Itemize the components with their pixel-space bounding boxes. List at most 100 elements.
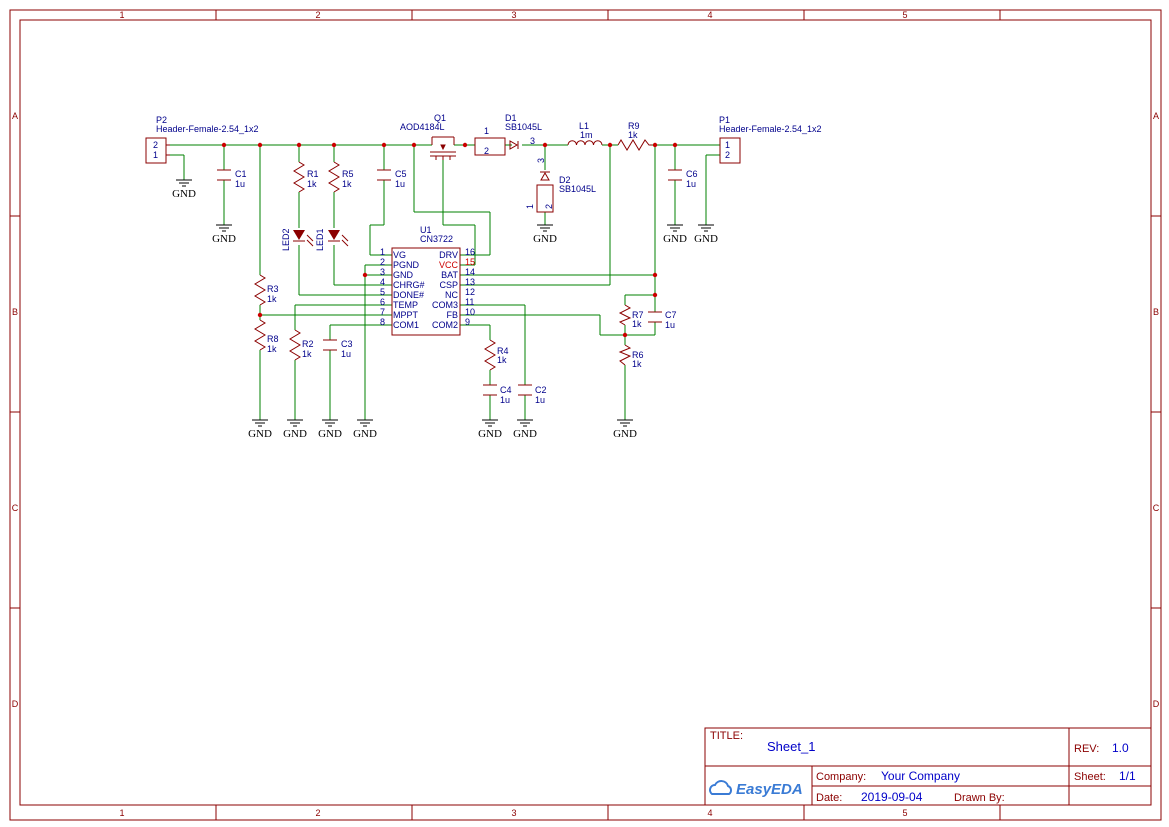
r6-value: 1k	[632, 359, 642, 369]
d2-value: SB1045L	[559, 184, 596, 194]
c3-ref: C3	[341, 339, 353, 349]
u1-pin-number: 15	[465, 257, 475, 267]
rev-label: REV:	[1074, 743, 1099, 755]
u1-pin-name: COM3	[432, 300, 458, 310]
u1-pin-number: 2	[380, 257, 385, 267]
gnd-symbol	[176, 179, 192, 187]
u1-pin-name: VCC	[439, 260, 459, 270]
row-label-right: C	[1153, 503, 1160, 513]
led2-ref: LED2	[281, 228, 291, 251]
c2-ref: C2	[535, 385, 547, 395]
p2-value: Header-Female-2.54_1x2	[156, 124, 259, 134]
col-label-top: 3	[511, 10, 516, 20]
p1-value: Header-Female-2.54_1x2	[719, 124, 822, 134]
col-label-top: 5	[902, 10, 907, 20]
gnd-label: GND	[663, 233, 687, 245]
gnd-symbols	[176, 179, 714, 427]
l1-ref: L1	[579, 121, 589, 131]
diode-d1: D1 SB1045L 1 2 3	[474, 113, 542, 156]
drawn-by-label: Drawn By:	[954, 792, 1005, 804]
u1-pin-number: 4	[380, 277, 385, 287]
u1-pin-name: TEMP	[393, 300, 418, 310]
r9-value: 1k	[628, 130, 638, 140]
gnd-label: GND	[513, 428, 537, 440]
gnd-symbol	[517, 419, 533, 427]
logo-text: EasyEDA	[736, 781, 803, 798]
r8-value: 1k	[267, 344, 277, 354]
u1-pin-number: 16	[465, 247, 475, 257]
l1-value: 1m	[580, 130, 593, 140]
resistor-r9: R9 1k	[617, 121, 652, 151]
d1-pin: 2	[484, 146, 489, 156]
u1-pin-name: NC	[445, 290, 458, 300]
row-label-right: A	[1153, 111, 1159, 121]
resistor-r6: R6 1k	[618, 344, 644, 369]
header-p1: P1 Header-Female-2.54_1x2 1 2	[719, 115, 822, 164]
gnd-symbol	[322, 419, 338, 427]
c1-ref: C1	[235, 169, 247, 179]
u1-pin-number: 9	[465, 317, 470, 327]
c7-value: 1u	[665, 320, 675, 330]
resistor-r7: R7 1k	[618, 304, 644, 329]
r9-ref: R9	[628, 121, 640, 131]
c7-ref: C7	[665, 310, 677, 320]
d2-ref: D2	[559, 175, 571, 185]
resistor-r5: R5 1k	[328, 161, 354, 193]
row-label-left: A	[12, 111, 18, 121]
u1-pin-number: 8	[380, 317, 385, 327]
p1-ref: P1	[719, 115, 730, 125]
r4-value: 1k	[497, 355, 507, 365]
u1-left-pin-names: VG PGND GND CHRG# DONE# TEMP MPPT COM1	[393, 250, 425, 330]
u1-pin-number: 5	[380, 287, 385, 297]
company-value: Your Company	[881, 769, 960, 783]
u1-pin-name: BAT	[441, 270, 458, 280]
row-label-left: D	[12, 699, 19, 709]
header-p2: P2 Header-Female-2.54_1x2 2 1	[145, 115, 259, 164]
capacitor-c6: C6 1u	[668, 169, 698, 189]
p1-pin: 1	[725, 140, 730, 150]
r7-ref: R7	[632, 310, 644, 320]
p1-pin: 2	[725, 150, 730, 160]
r3-value: 1k	[267, 294, 277, 304]
capacitor-c4: C4 1u	[483, 384, 512, 405]
cloud-icon	[709, 780, 732, 795]
q1-ref: Q1	[434, 113, 446, 123]
easyeda-logo: EasyEDA	[709, 780, 803, 798]
ic-u1: U1 CN3722 1 2 3 4 5 6 7 8 VG PGND GND CH…	[380, 225, 475, 336]
sheet-label: Sheet:	[1074, 771, 1106, 783]
gnd-symbol	[216, 224, 232, 232]
r7-value: 1k	[632, 319, 642, 329]
u1-pin-name: CHRG#	[393, 280, 425, 290]
gnd-label: GND	[613, 428, 637, 440]
gnd-symbol	[617, 419, 633, 427]
u1-value: CN3722	[420, 234, 453, 244]
col-label-top: 1	[119, 10, 124, 20]
u1-pin-name: CSP	[439, 280, 458, 290]
capacitor-c2: C2 1u	[518, 384, 547, 405]
capacitor-c3: C3 1u	[323, 339, 353, 359]
u1-pin-number: 6	[380, 297, 385, 307]
gnd-label: GND	[248, 428, 272, 440]
r3-ref: R3	[267, 284, 279, 294]
col-label-bottom: 2	[315, 808, 320, 818]
mosfet-q1: Q1 AOD4184L	[400, 113, 456, 160]
col-label-top: 4	[707, 10, 712, 20]
gnd-label: GND	[318, 428, 342, 440]
u1-pin-number: 1	[380, 247, 385, 257]
led-led2: LED2	[281, 228, 314, 251]
col-label-bottom: 5	[902, 808, 907, 818]
resistor-r1: R1 1k	[293, 161, 319, 193]
d1-pin: 3	[530, 136, 535, 146]
p2-ref: P2	[156, 115, 167, 125]
capacitor-c1: C1 1u	[217, 169, 247, 189]
u1-left-pin-numbers: 1 2 3 4 5 6 7 8	[380, 247, 385, 327]
col-label-bottom: 1	[119, 808, 124, 818]
c1-value: 1u	[235, 179, 245, 189]
resistor-r8: R8 1k	[254, 319, 279, 354]
r2-value: 1k	[302, 349, 312, 359]
r4-ref: R4	[497, 346, 509, 356]
r5-ref: R5	[342, 169, 354, 179]
gnd-label: GND	[478, 428, 502, 440]
title-label: TITLE:	[710, 730, 743, 742]
